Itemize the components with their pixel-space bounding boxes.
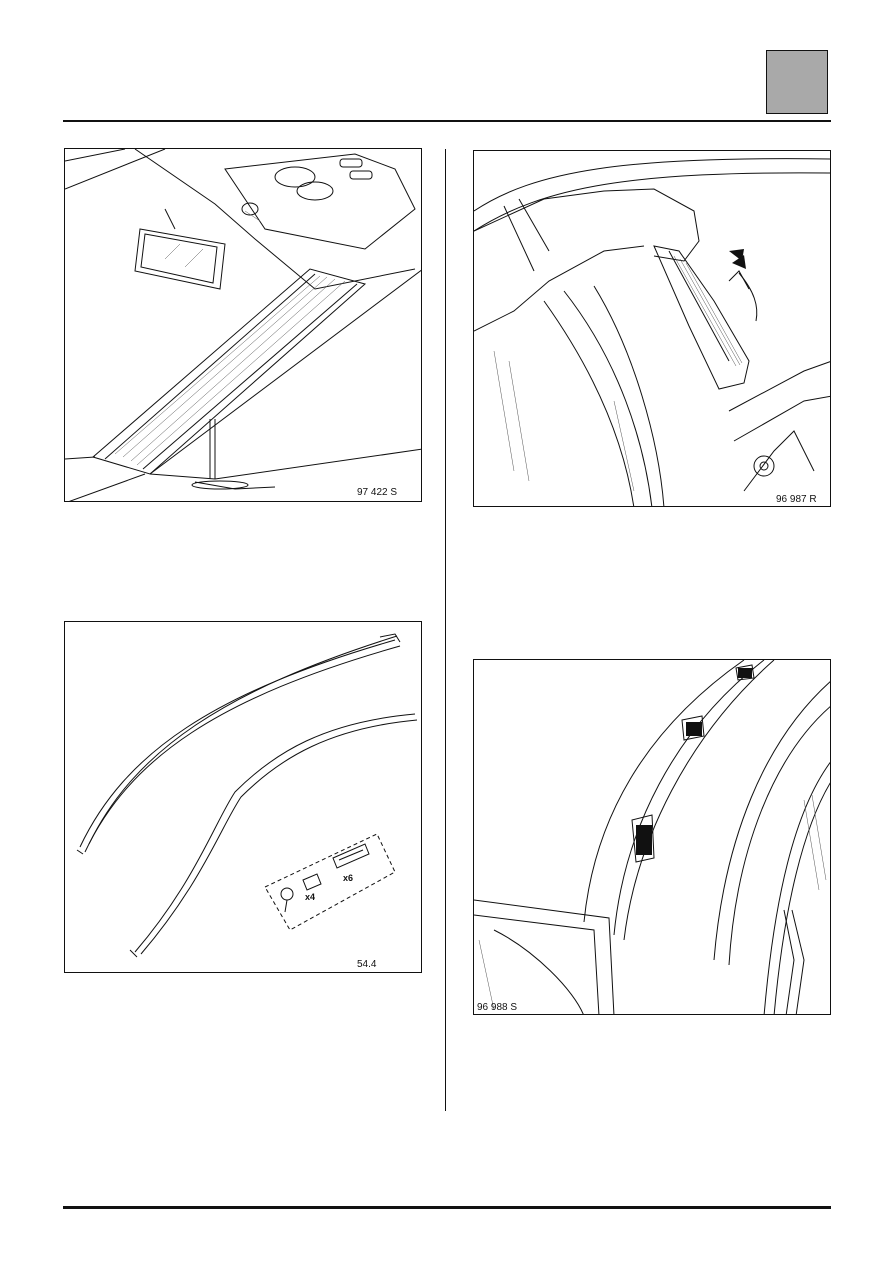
figure-parts: x4 x6 54.4	[64, 621, 422, 973]
part-count-fasteners: x6	[343, 873, 354, 883]
figure-trim-removal: 96 987 R	[473, 150, 831, 507]
parts-illustration	[76, 633, 418, 958]
column-divider	[445, 149, 446, 1111]
clip-positions-illustration	[474, 660, 830, 1014]
figure-windscreen-pillar: 97 422 S	[64, 148, 422, 502]
part-count-clips: x4	[305, 892, 316, 902]
figure-reference: 96 987 R	[776, 494, 817, 505]
windscreen-pillar-illustration	[65, 149, 421, 501]
figure-reference: 96 988 S	[477, 1002, 518, 1013]
header-rule	[63, 120, 831, 122]
trim-removal-illustration	[474, 158, 830, 506]
footer-rule	[63, 1206, 831, 1209]
figure-reference: 54.4	[357, 959, 377, 970]
figure-reference: 97 422 S	[357, 487, 398, 498]
figure-clip-positions: 96 988 S	[473, 659, 831, 1015]
section-tab	[766, 50, 828, 114]
